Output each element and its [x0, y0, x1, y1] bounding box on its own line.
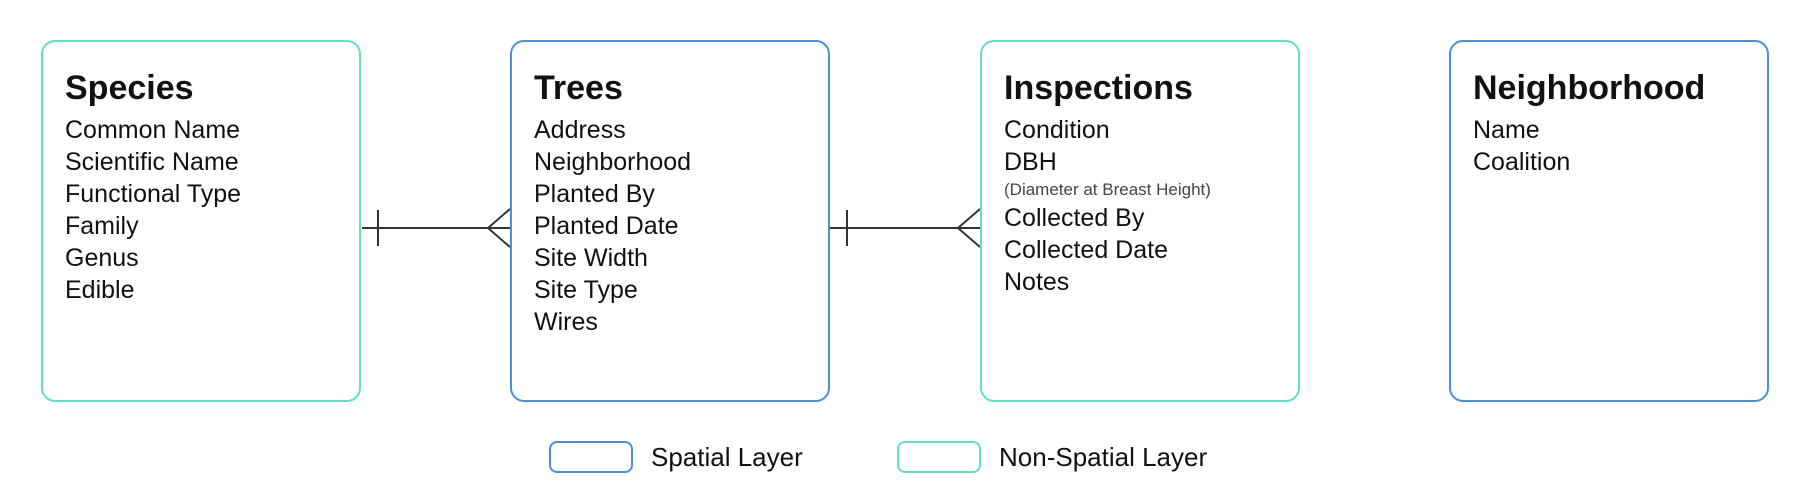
relationship-species-trees [362, 208, 511, 248]
entity-title: Trees [534, 69, 623, 107]
field-item: Address [534, 116, 626, 144]
legend-spatial: Spatial Layer [549, 438, 803, 476]
entity-species: Species Common Name Scientific Name Func… [41, 40, 361, 402]
field-list: Common Name Scientific Name Functional T… [65, 114, 359, 306]
field-item: Planted Date [534, 212, 679, 240]
field-item: Scientific Name [65, 148, 239, 176]
field-list: Condition DBH (Diameter at Breast Height… [1004, 114, 1298, 298]
field-item: Name [1473, 116, 1540, 144]
many-crows-foot-upper [487, 208, 511, 229]
entity-trees: Trees Address Neighborhood Planted By Pl… [510, 40, 830, 402]
legend-swatch-spatial [549, 441, 633, 473]
entity-title: Inspections [1004, 69, 1193, 107]
legend-nonspatial: Non-Spatial Layer [897, 438, 1207, 476]
field-item: Genus [65, 244, 139, 272]
field-item: Functional Type [65, 180, 242, 208]
field-item: Site Type [534, 276, 638, 304]
field-item: Coalition [1473, 148, 1571, 176]
entity-inspections: Inspections Condition DBH (Diameter at B… [980, 40, 1300, 402]
many-crows-foot-lower [487, 227, 511, 248]
entity-title: Species [65, 69, 194, 107]
relationship-trees-inspections [830, 208, 981, 248]
field-note: (Diameter at Breast Height) [1004, 180, 1211, 199]
many-crows-foot-upper [957, 208, 981, 229]
entity-neighborhood: Neighborhood Name Coalition [1449, 40, 1769, 402]
entity-title: Neighborhood [1473, 69, 1706, 107]
legend-label-spatial: Spatial Layer [651, 442, 803, 472]
field-item: Collected By [1004, 204, 1145, 232]
field-item: Wires [534, 308, 598, 336]
field-item: Condition [1004, 116, 1110, 144]
field-item: Neighborhood [534, 148, 692, 176]
field-item: Common Name [65, 116, 241, 144]
many-crows-foot-lower [957, 227, 981, 248]
field-item: Edible [65, 276, 135, 304]
field-item: Site Width [534, 244, 648, 272]
field-list: Address Neighborhood Planted By Planted … [534, 114, 828, 338]
field-item: Planted By [534, 180, 655, 208]
field-item: Notes [1004, 268, 1070, 296]
field-item: Family [65, 212, 139, 240]
field-item: DBH [1004, 148, 1057, 176]
field-list: Name Coalition [1473, 114, 1767, 178]
legend-swatch-nonspatial [897, 441, 981, 473]
legend-label-nonspatial: Non-Spatial Layer [999, 442, 1208, 472]
field-item: Collected Date [1004, 236, 1168, 264]
